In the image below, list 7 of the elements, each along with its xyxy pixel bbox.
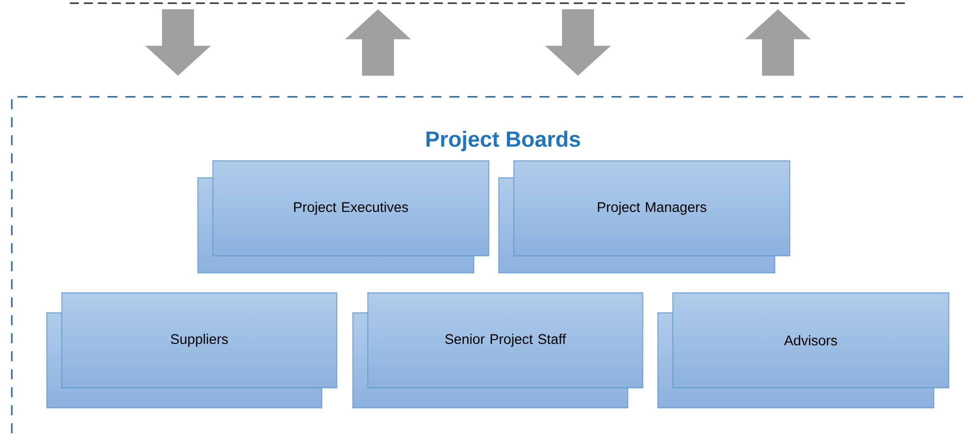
stacked-box: Project Managers	[498, 160, 790, 274]
stacked-box: Advisors	[657, 292, 950, 408]
stacked-box: Senior Project Staff	[352, 292, 644, 408]
heading: Project Boards	[426, 130, 580, 152]
stacked-box: Project Executives	[197, 160, 490, 274]
dashed-frame	[11, 96, 963, 434]
stacked-box: Suppliers	[46, 292, 338, 408]
